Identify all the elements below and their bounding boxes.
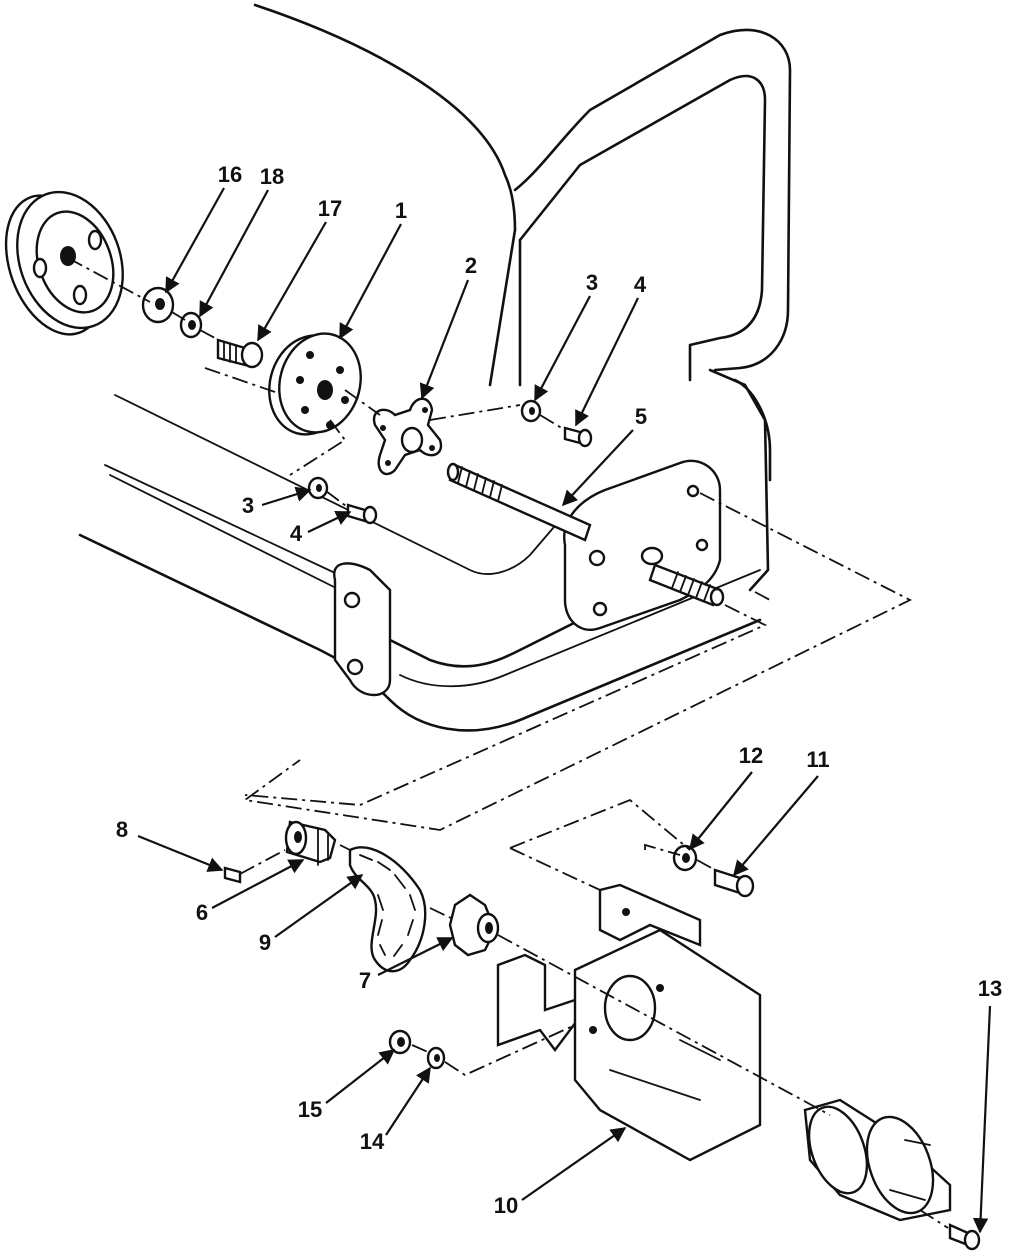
washer-14 xyxy=(426,1046,446,1070)
callout-9: 9 xyxy=(259,930,271,955)
hub-plate-1 xyxy=(268,332,362,436)
pulley xyxy=(4,190,124,336)
hydraulic-motor xyxy=(803,1098,952,1222)
bolt-4-lower xyxy=(346,503,378,525)
seat-housing xyxy=(78,3,792,732)
washer-16 xyxy=(141,286,175,324)
star-hub-2 xyxy=(372,397,443,476)
bolt-11 xyxy=(713,868,755,898)
callout-2: 2 xyxy=(465,253,477,278)
nut-15 xyxy=(388,1029,412,1055)
callout-18: 18 xyxy=(260,164,284,189)
washer-12 xyxy=(672,844,698,872)
chain-9 xyxy=(348,846,427,973)
callout-15: 15 xyxy=(298,1097,322,1122)
washer-3-upper xyxy=(520,399,542,423)
bolt-17 xyxy=(216,338,264,369)
callout-12: 12 xyxy=(739,743,763,768)
output-shaft xyxy=(648,563,725,607)
shaft-5 xyxy=(446,462,592,542)
callout-5: 5 xyxy=(635,404,647,429)
callout-6: 6 xyxy=(196,900,208,925)
callout-labels: 16 18 17 1 2 3 4 5 3 4 8 6 9 7 12 11 13 … xyxy=(116,162,1002,1218)
callout-8: 8 xyxy=(116,817,128,842)
callout-10: 10 xyxy=(494,1193,518,1218)
callout-16: 16 xyxy=(218,162,242,187)
callout-3-upper: 3 xyxy=(586,270,598,295)
washer-3-lower xyxy=(307,476,329,500)
callout-1: 1 xyxy=(395,198,407,223)
bolt-13 xyxy=(948,1223,981,1251)
bracket-10 xyxy=(496,883,762,1162)
callout-11: 11 xyxy=(806,747,829,772)
setscrew-8 xyxy=(223,866,242,884)
lockwasher-18 xyxy=(179,311,203,339)
callout-13: 13 xyxy=(978,976,1002,1001)
callout-14: 14 xyxy=(360,1129,385,1154)
assembly-lines xyxy=(67,257,949,1229)
leader-lines xyxy=(137,187,992,1234)
sprocket-6 xyxy=(284,820,337,866)
sprocket-7 xyxy=(448,893,500,957)
callout-4-lower: 4 xyxy=(290,521,303,546)
callout-7: 7 xyxy=(359,968,371,993)
callout-4-upper: 4 xyxy=(634,272,647,297)
callout-17: 17 xyxy=(318,196,342,221)
callout-3-lower: 3 xyxy=(242,493,254,518)
bolt-4-upper xyxy=(563,426,593,448)
